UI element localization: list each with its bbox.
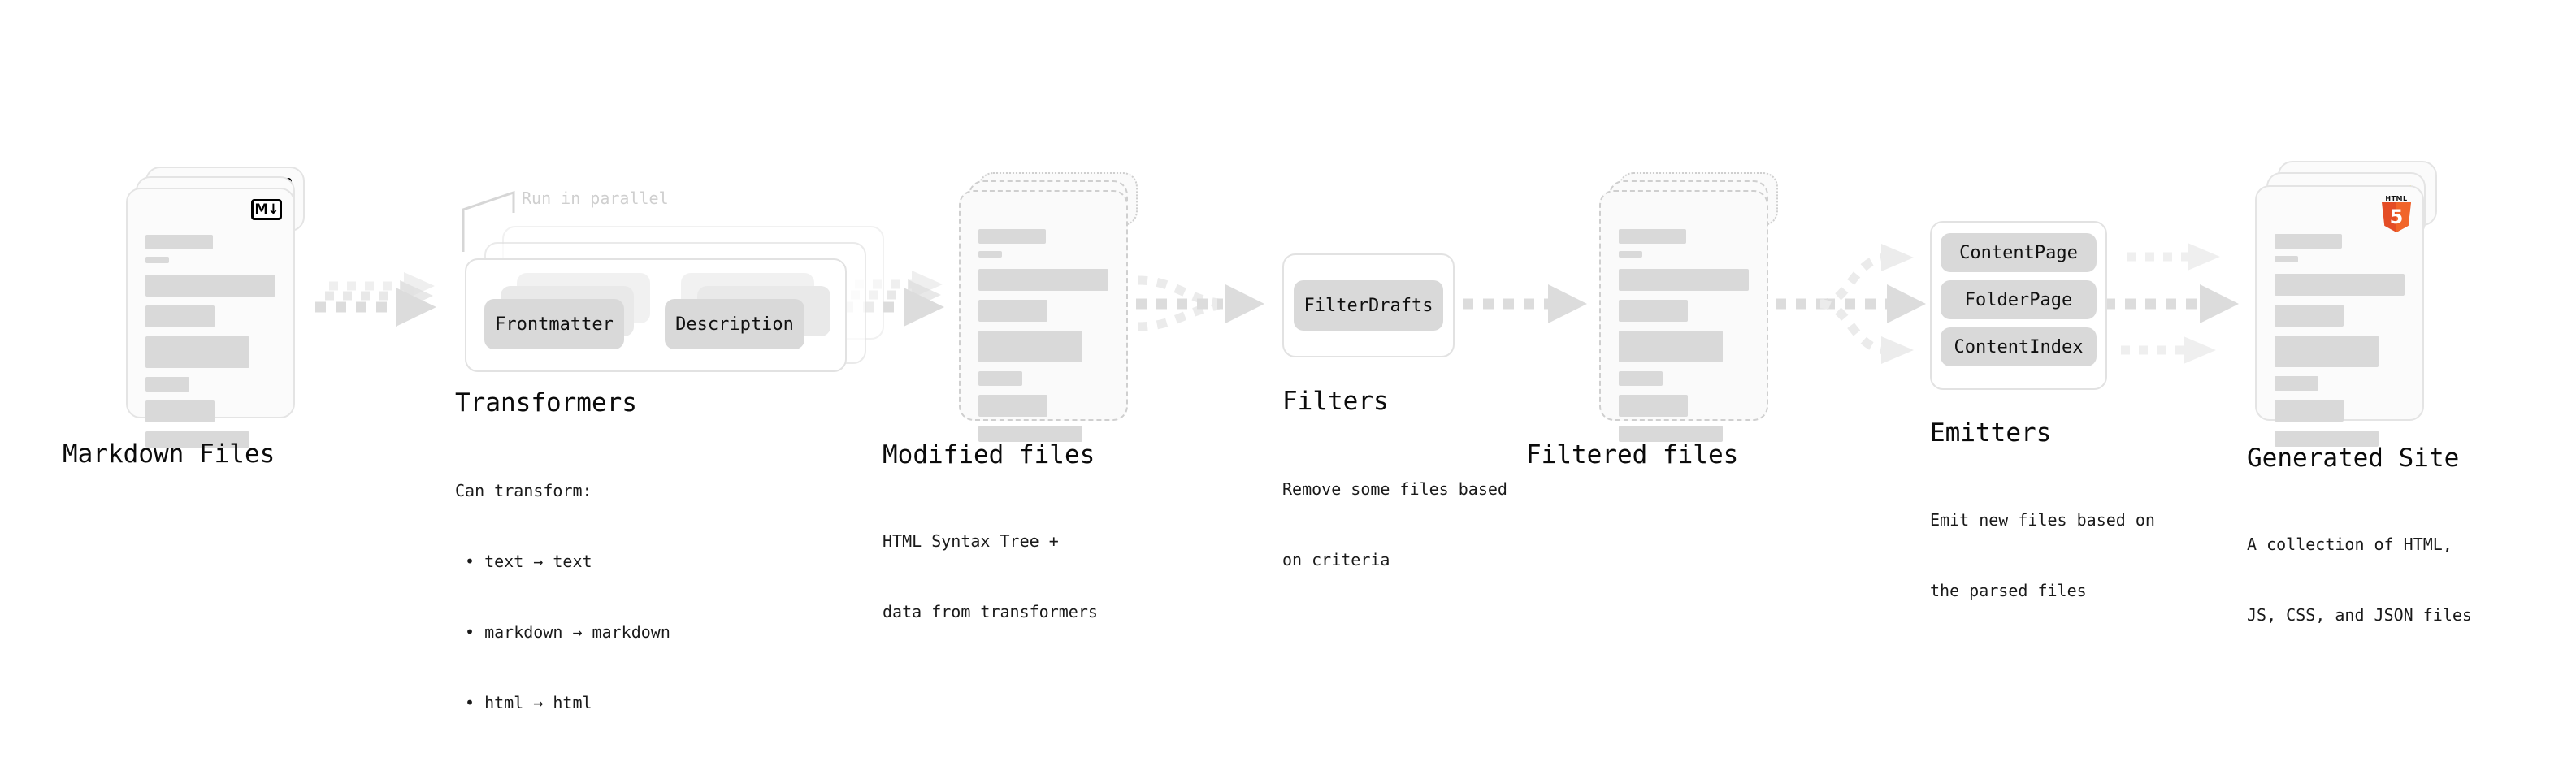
chip-contentindex[interactable]: ContentIndex — [1941, 327, 2097, 366]
arrow-markdown-to-transformers — [315, 272, 436, 327]
transformers-title: Transformers — [455, 388, 637, 418]
run-in-parallel-label: Run in parallel — [522, 188, 669, 208]
content-bar — [978, 269, 1108, 291]
arrow-emitters-to-site — [2105, 243, 2239, 364]
modified-files-title: Modified files — [883, 440, 1095, 470]
subtitle-line: Can transform: — [455, 481, 592, 500]
content-bar — [1619, 331, 1723, 362]
subtitle-line: • markdown → markdown — [465, 622, 670, 642]
content-bar — [2275, 256, 2298, 262]
stage-filtered-files: Filtered files — [1526, 172, 1778, 470]
stage-generated-site: CSS HTML 5 — [2247, 161, 2472, 625]
emitters-title: Emitters — [1930, 418, 2052, 448]
content-bar — [2275, 376, 2319, 391]
content-bar — [978, 251, 1002, 258]
subtitle-line: the parsed files — [1930, 581, 2087, 600]
content-bar — [145, 235, 214, 249]
html5-badge-label: HTML — [2385, 195, 2408, 202]
content-bar — [2275, 400, 2344, 422]
content-bar — [2275, 274, 2405, 296]
generated-site-title: Generated Site — [2247, 444, 2460, 473]
html5-badge-digit: 5 — [2389, 206, 2404, 228]
generated-site-subtitle: A collection of HTML, JS, CSS, and JSON … — [2247, 486, 2472, 674]
pipeline-diagram: M↓ M↓ M↓ Markdown Files — [0, 0, 2576, 681]
content-bar — [978, 331, 1082, 362]
filtered-card-front — [1599, 190, 1768, 442]
chip-contentpage[interactable]: ContentPage — [1941, 233, 2097, 272]
content-bar — [145, 431, 249, 448]
markdown-files-title: Markdown Files — [63, 439, 275, 469]
content-bar — [1619, 395, 1688, 417]
filters-subtitle: Remove some files based on criteria — [1282, 431, 1507, 619]
content-bar — [2275, 305, 2344, 327]
subtitle-line: Remove some files based — [1282, 479, 1507, 499]
subtitle-line: • html → html — [465, 693, 592, 712]
html5-shield: 5 — [2382, 202, 2411, 232]
content-bar — [978, 426, 1082, 442]
content-bar — [1619, 251, 1642, 258]
content-bar — [2275, 336, 2379, 367]
content-bar — [978, 300, 1047, 322]
arrow-modified-to-filters — [1136, 275, 1264, 331]
content-bar — [145, 377, 190, 392]
subtitle-line: Emit new files based on — [1930, 510, 2155, 530]
modified-card-front — [959, 190, 1128, 442]
content-bar — [1619, 300, 1688, 322]
markdown-file-stack: M↓ M↓ M↓ — [126, 167, 305, 448]
emitters-subtitle: Emit new files based on the parsed files — [1930, 461, 2155, 650]
content-bar — [145, 400, 215, 422]
content-bar — [1619, 426, 1723, 442]
content-bar — [978, 395, 1047, 417]
chip-folderpage[interactable]: FolderPage — [1941, 280, 2097, 319]
generated-site-stack: CSS HTML 5 — [2255, 161, 2442, 447]
subtitle-line: JS, CSS, and JSON files — [2247, 605, 2472, 625]
stage-markdown-files: M↓ M↓ M↓ Markdown Files — [63, 167, 305, 469]
content-bar — [1619, 269, 1749, 291]
markdown-badge-icon: M↓ — [251, 199, 282, 220]
modified-files-subtitle: HTML Syntax Tree + data from transformer… — [883, 483, 1098, 671]
subtitle-line: A collection of HTML, — [2247, 535, 2452, 554]
modified-card-content — [978, 229, 1108, 449]
subtitle-line: • text → text — [465, 552, 592, 571]
filtered-card-content — [1619, 229, 1749, 449]
content-bar — [1619, 371, 1663, 386]
html5-badge-icon: HTML 5 — [2380, 195, 2413, 232]
content-bar — [2275, 431, 2379, 447]
content-bar — [145, 336, 249, 368]
site-card-content — [2275, 234, 2405, 454]
filtered-files-title: Filtered files — [1526, 440, 1739, 470]
filtered-file-stack — [1599, 172, 1778, 442]
content-bar — [978, 229, 1047, 244]
chip-description[interactable]: Description — [665, 299, 804, 349]
site-card-html: HTML 5 — [2255, 185, 2424, 447]
filters-title: Filters — [1282, 387, 1389, 416]
arrow-filtered-to-emitters — [1776, 244, 1926, 364]
content-bar — [145, 305, 215, 327]
arrow-filters-to-filtered — [1463, 284, 1587, 323]
chip-filterdrafts[interactable]: FilterDrafts — [1294, 280, 1443, 331]
content-bar — [1619, 229, 1687, 244]
stage-modified-files: Modified files HTML Syntax Tree + data f… — [883, 172, 1138, 621]
content-bar — [978, 371, 1023, 386]
content-bar — [2275, 234, 2343, 249]
subtitle-line: data from transformers — [883, 602, 1098, 621]
content-bar — [145, 257, 169, 263]
markdown-card-content — [145, 235, 275, 455]
markdown-card-front: M↓ — [126, 188, 295, 448]
chip-frontmatter[interactable]: Frontmatter — [484, 299, 624, 349]
modified-file-stack — [959, 172, 1138, 442]
subtitle-line: HTML Syntax Tree + — [883, 531, 1059, 551]
subtitle-line: on criteria — [1282, 550, 1390, 569]
content-bar — [145, 275, 275, 297]
transformers-subtitle: Can transform: • text → text • markdown … — [455, 432, 670, 762]
